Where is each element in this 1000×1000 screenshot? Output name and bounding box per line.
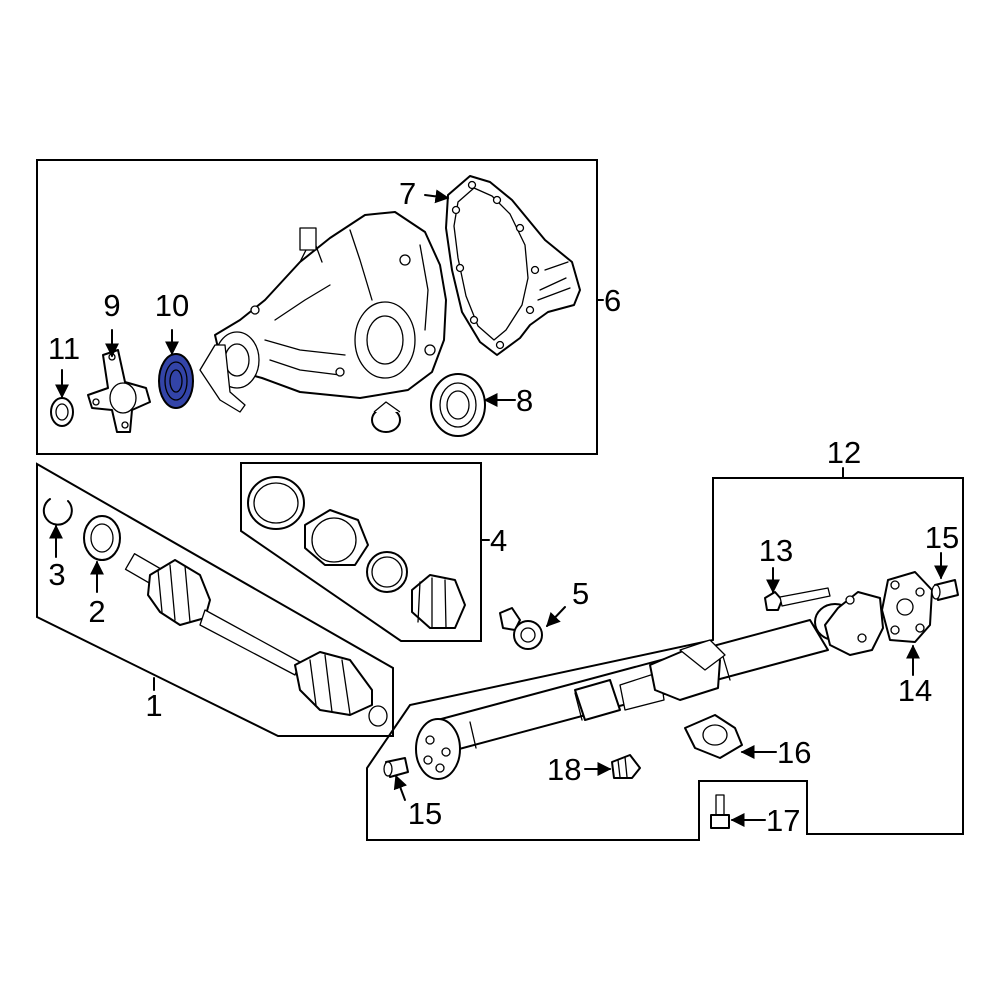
differential-housing[interactable] — [199, 211, 447, 413]
vent-plug[interactable] — [371, 401, 401, 433]
snap-ring-3[interactable] — [42, 498, 73, 526]
callout-8: 8 — [516, 383, 533, 418]
companion-flange-9[interactable] — [87, 349, 151, 433]
joint-bolt-5[interactable] — [499, 607, 543, 650]
driveshaft-group-frame — [366, 477, 964, 841]
axle-seal-2[interactable] — [83, 515, 121, 561]
bushing-15-front[interactable] — [383, 757, 409, 778]
bushing-15-rear[interactable] — [931, 579, 959, 601]
pinion-seal-10[interactable] — [158, 353, 194, 409]
callout-15-rear: 15 — [925, 520, 959, 555]
callout-7: 7 — [399, 176, 416, 211]
axle-shaft-1[interactable] — [124, 553, 388, 727]
differential-cover[interactable] — [445, 175, 581, 356]
callout-12: 12 — [827, 435, 861, 470]
callout-2: 2 — [88, 594, 105, 629]
callout-15-front: 15 — [408, 796, 442, 831]
leader-lines — [49, 189, 948, 827]
callout-9: 9 — [103, 288, 120, 323]
boot-kit-group-frame — [240, 462, 482, 642]
callout-4: 4 — [490, 523, 507, 558]
flex-disc-front[interactable] — [415, 718, 461, 780]
driveshaft-12[interactable] — [429, 603, 856, 753]
callout-17: 17 — [766, 803, 800, 838]
flex-disc-14[interactable] — [881, 571, 933, 643]
callout-6: 6 — [604, 283, 621, 318]
differential-group-frame — [36, 159, 598, 455]
boot-kit-4[interactable] — [247, 476, 466, 629]
axle-shaft-group-frame — [36, 462, 394, 737]
callout-18: 18 — [547, 752, 581, 787]
callout-13: 13 — [759, 533, 793, 568]
damper-18[interactable] — [611, 754, 641, 779]
bolt-17[interactable] — [710, 794, 730, 829]
center-bearing-16[interactable] — [684, 714, 743, 759]
output-seal-8[interactable] — [430, 373, 486, 437]
flex-disc-rear[interactable] — [824, 591, 884, 656]
callout-1: 1 — [145, 688, 162, 723]
callout-14: 14 — [898, 673, 932, 708]
bolt-13[interactable] — [764, 587, 831, 611]
callout-10: 10 — [155, 288, 189, 323]
callout-3: 3 — [48, 557, 65, 592]
callout-5: 5 — [572, 576, 589, 611]
callout-11: 11 — [48, 331, 80, 366]
pinion-nut-11[interactable] — [50, 397, 74, 427]
callout-16: 16 — [777, 735, 811, 770]
